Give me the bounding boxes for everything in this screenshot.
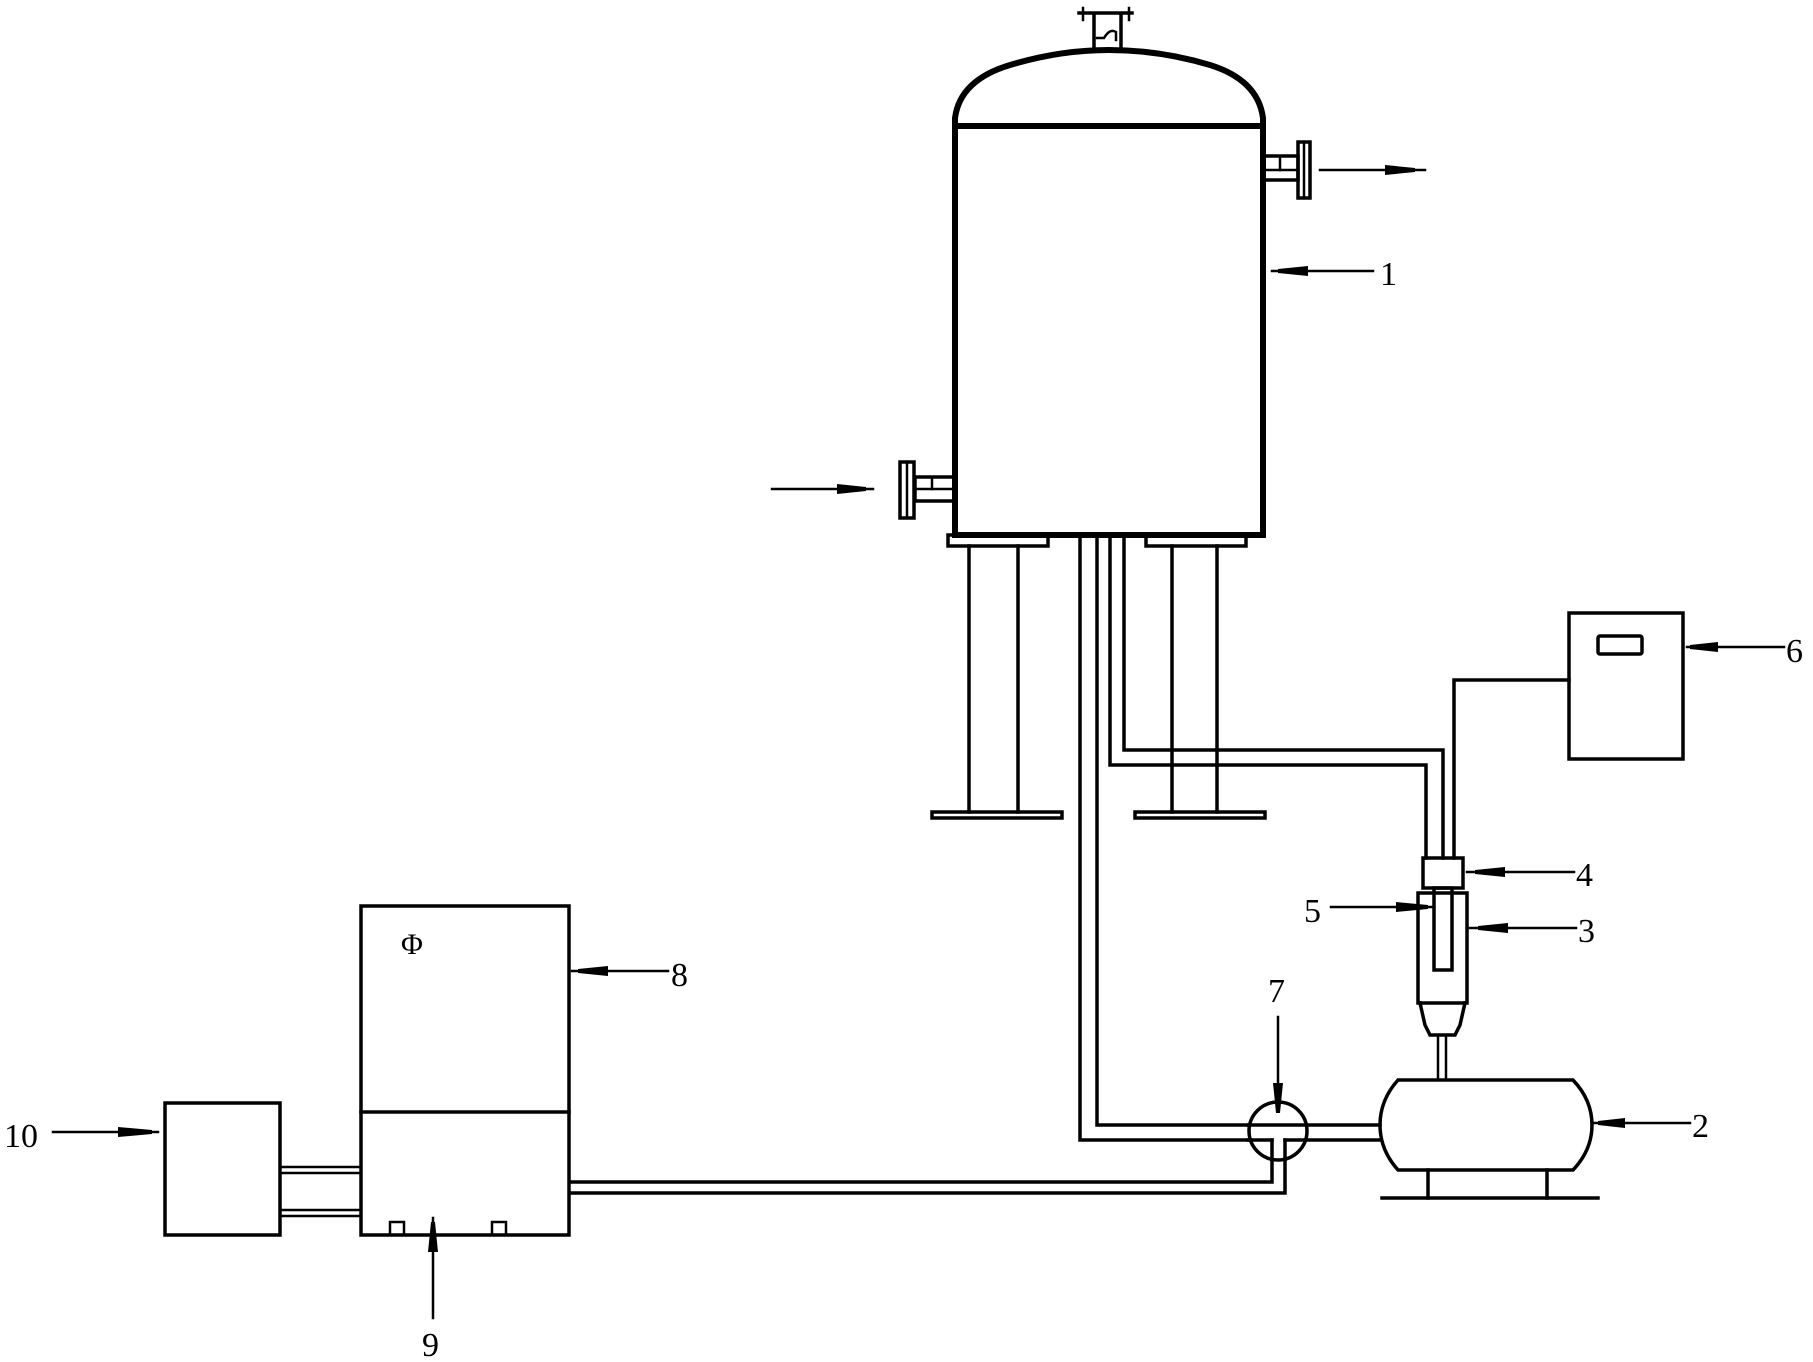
controller-6 — [1452, 611, 1685, 860]
cabinet-symbol: Φ — [401, 928, 423, 961]
unit-10 — [163, 1101, 363, 1237]
callout-8: 8 — [570, 957, 688, 994]
top-nozzle — [1077, 6, 1134, 52]
callout-10: 10 — [4, 1118, 160, 1155]
tank-dome — [952, 46, 1266, 129]
label-5: 5 — [1304, 893, 1321, 930]
sensor-head-4 — [1421, 856, 1465, 890]
callout-7: 7 — [1268, 973, 1285, 1113]
callout-6: 6 — [1685, 633, 1803, 670]
inlet-arrow — [770, 484, 875, 494]
controller-wire — [1452, 678, 1571, 860]
label-9: 9 — [422, 1327, 439, 1362]
outlet-nozzle — [1261, 140, 1312, 200]
pump-2 — [1378, 1078, 1600, 1200]
pipe-to-sensor — [1108, 533, 1445, 860]
label-7: 7 — [1268, 973, 1285, 1010]
pipe-to-valve — [1078, 533, 1250, 1142]
label-1: 1 — [1380, 256, 1397, 293]
inlet-nozzle — [898, 460, 957, 520]
callout-3: 3 — [1468, 913, 1595, 950]
tank-shell — [952, 123, 1266, 538]
tank-leg-right — [1133, 533, 1267, 820]
label-3: 3 — [1578, 913, 1595, 950]
callout-1: 1 — [1270, 256, 1397, 293]
callout-9: 9 — [422, 1216, 439, 1362]
probe-5 — [1432, 886, 1454, 972]
controller-display — [1596, 634, 1644, 656]
valve-7 — [568, 1100, 1382, 1195]
cabinet-8: Φ — [359, 904, 571, 1237]
outlet-arrow — [1318, 165, 1427, 175]
label-6: 6 — [1786, 633, 1803, 670]
label-4: 4 — [1576, 857, 1593, 894]
tank-1 — [898, 6, 1312, 820]
callout-4: 4 — [1465, 857, 1593, 894]
callout-2: 2 — [1592, 1108, 1709, 1145]
sensor-housing-3 — [1416, 891, 1469, 1082]
tank-leg-left — [930, 533, 1064, 820]
label-2: 2 — [1692, 1108, 1709, 1145]
callout-5: 5 — [1304, 893, 1434, 930]
label-8: 8 — [671, 957, 688, 994]
label-10: 10 — [4, 1118, 38, 1155]
